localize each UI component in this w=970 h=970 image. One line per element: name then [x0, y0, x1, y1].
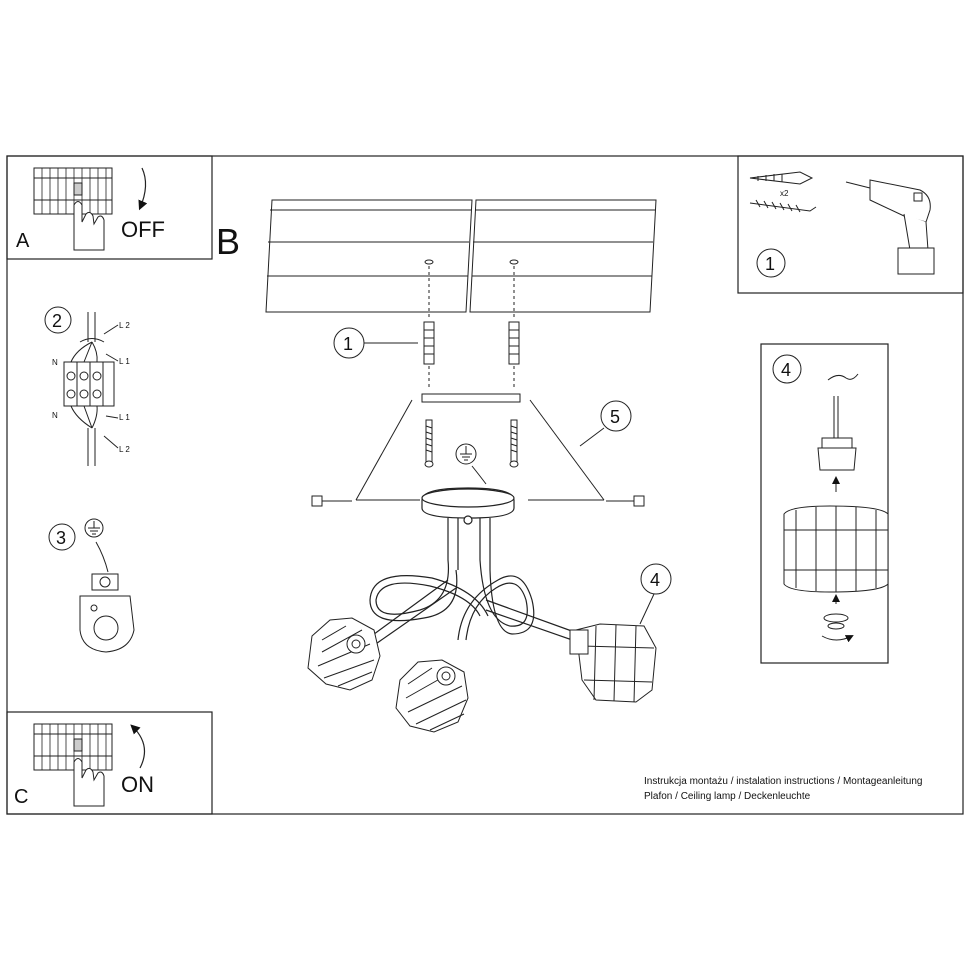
leader-line — [579, 427, 605, 447]
caption-product: Plafon / Ceiling lamp / Deckenleuchte — [644, 791, 811, 802]
terminal-block-icon — [63, 312, 119, 466]
hand-icon — [73, 758, 105, 807]
wire-label-n-bottom: N — [52, 411, 58, 420]
screw-icon — [749, 199, 817, 213]
wire-label-l1-top: L 1 — [119, 357, 130, 366]
panel-c-letter: C — [14, 786, 28, 808]
callout-step3: 3 — [56, 528, 66, 548]
lampshade-icon — [307, 617, 381, 691]
panel-b-letter: B — [216, 221, 240, 262]
mounting-bracket-icon — [355, 393, 605, 501]
panel-c — [6, 711, 213, 815]
wire-label-n-top: N — [52, 358, 58, 367]
panel-a — [6, 155, 213, 260]
wire-label-l2-bottom: L 2 — [119, 445, 130, 454]
callout-circle — [44, 306, 72, 334]
callout-step2: 2 — [52, 311, 62, 331]
lampshade-icon — [395, 659, 469, 733]
arrow-down-icon — [138, 167, 148, 211]
callout-circle — [640, 563, 672, 595]
callout-tools-step1: 1 — [765, 254, 775, 274]
callout-circle — [772, 354, 802, 384]
lampshade-icon — [569, 623, 657, 703]
panel-a-letter: A — [16, 230, 30, 252]
hand-icon — [73, 201, 105, 251]
callout-circle — [756, 248, 786, 278]
wall-plug-icon — [749, 171, 814, 185]
leader-line — [639, 593, 655, 625]
panel-tools — [737, 155, 964, 294]
on-label: ON — [121, 772, 154, 797]
callout-step5: 5 — [610, 407, 620, 427]
callout-step1: 1 — [343, 334, 353, 354]
lamp-arms-icon — [365, 559, 581, 649]
callout-circle — [600, 400, 632, 432]
breaker-panel-icon — [33, 167, 113, 215]
wall-plug-icon — [423, 321, 520, 390]
caption-instructions: Instrukcja montażu / instalation instruc… — [644, 776, 923, 787]
wire-label-l2-top: L 2 — [119, 321, 130, 330]
callout-panel-step4: 4 — [781, 360, 791, 380]
panel-step4 — [760, 343, 889, 664]
earth-symbol-icon — [455, 443, 487, 485]
callout-step4: 4 — [650, 570, 660, 590]
off-label: OFF — [121, 217, 165, 242]
wire-label-l1-bottom: L 1 — [119, 413, 130, 422]
breaker-panel-icon — [33, 723, 113, 771]
earth-clamp-icon — [79, 541, 135, 653]
earth-symbol-icon — [84, 518, 104, 538]
quantity-label: x2 — [780, 189, 789, 198]
canopy-icon — [421, 487, 515, 570]
drill-icon — [845, 179, 935, 275]
frame-outer — [6, 155, 964, 815]
callout-circle — [48, 523, 76, 551]
cage-assembly-icon — [783, 373, 889, 643]
screw-icon — [311, 419, 645, 507]
arrow-up-icon — [130, 724, 146, 769]
ceiling-icon — [265, 199, 657, 318]
